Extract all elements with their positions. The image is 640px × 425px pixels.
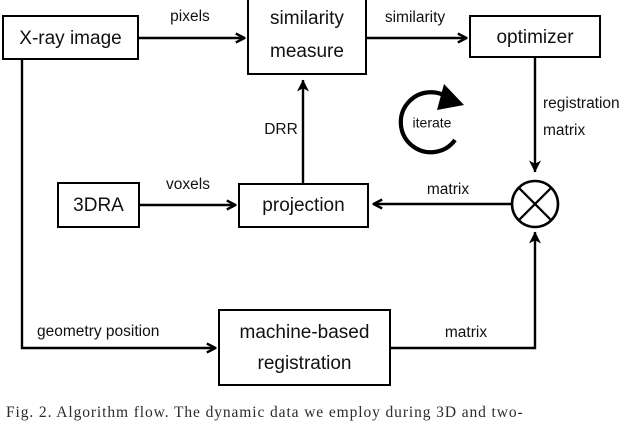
edge-matrix-from-machine xyxy=(390,231,541,350)
edge-label-registration-matrix-line1: registration xyxy=(543,95,620,112)
combiner-cross-line-2 xyxy=(517,186,553,222)
iterate-indicator: iterate xyxy=(398,84,464,155)
edge-label-matrix-from-machine: matrix xyxy=(445,324,487,341)
node-optimizer-label: optimizer xyxy=(496,27,574,48)
node-machine-registration-label-line2: registration xyxy=(258,353,352,374)
node-similarity-measure-label-line1: similarity xyxy=(270,8,344,29)
node-xray-image[interactable]: X-ray image xyxy=(2,15,139,60)
edge-label-registration-matrix-line2: matrix xyxy=(543,122,585,139)
node-projection-label: projection xyxy=(262,195,344,216)
node-3dra-label: 3DRA xyxy=(73,195,124,216)
node-projection[interactable]: projection xyxy=(238,183,369,228)
edge-label-similarity: similarity xyxy=(385,9,446,26)
node-similarity-measure[interactable]: similarity measure xyxy=(247,0,367,75)
edge-label-drr: DRR xyxy=(264,121,298,138)
node-optimizer[interactable]: optimizer xyxy=(469,15,601,58)
edge-label-voxels: voxels xyxy=(166,176,210,193)
iterate-label: iterate xyxy=(413,115,452,131)
figure-caption: Fig. 2. Algorithm flow. The dynamic data… xyxy=(6,404,524,421)
edge-label-matrix-to-projection: matrix xyxy=(427,181,469,198)
iterate-arrowhead xyxy=(437,84,464,110)
node-machine-registration[interactable]: machine-based registration xyxy=(218,309,391,386)
node-machine-registration-label-line1: machine-based xyxy=(240,322,370,343)
edge-geometry-position xyxy=(20,59,215,348)
node-similarity-measure-label-line2: measure xyxy=(270,41,344,62)
node-3dra[interactable]: 3DRA xyxy=(57,182,140,228)
edge-label-pixels: pixels xyxy=(170,8,210,25)
node-xray-image-label: X-ray image xyxy=(19,28,121,49)
edge-label-geometry-position: geometry position xyxy=(37,323,159,340)
node-combiner-circle-cross[interactable] xyxy=(510,179,560,229)
